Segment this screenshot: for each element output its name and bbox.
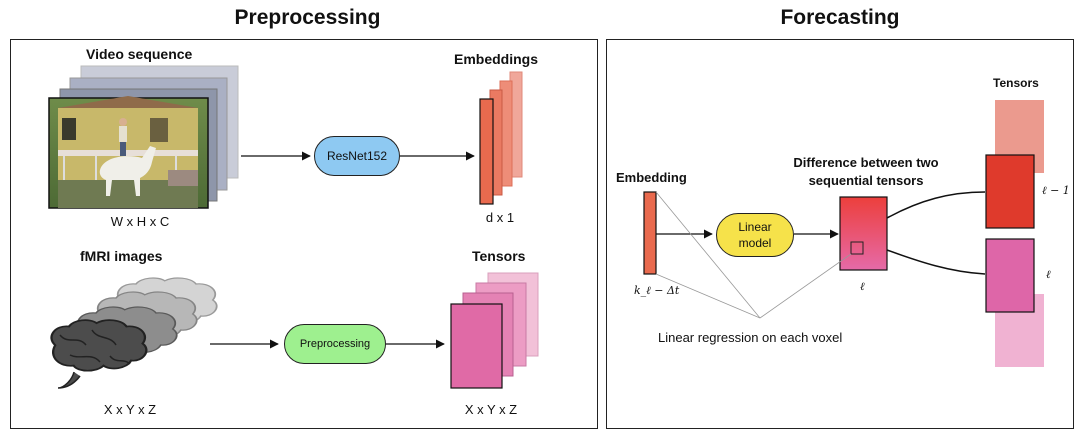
voxel-marker — [850, 241, 864, 255]
embeddings-dims-label: d x 1 — [485, 210, 515, 225]
embedding-index-label: k_ℓ − Δt — [634, 284, 680, 297]
video-dims-label: W x H x C — [110, 214, 170, 229]
resnet-node: ResNet152 — [314, 136, 400, 176]
forecasting-panel — [606, 39, 1074, 429]
preprocessing-panel — [10, 39, 598, 429]
tensor-curr-index-label: ℓ — [1046, 268, 1051, 281]
forecast-tensors — [985, 100, 1044, 367]
embedding-label: Embedding — [616, 170, 687, 185]
embeddings-stack — [479, 71, 523, 205]
video-frame-stack — [48, 65, 239, 209]
brain-stack — [50, 277, 218, 389]
tensors-label: Tensors — [472, 248, 526, 264]
video-frame-front — [48, 96, 209, 209]
tensors-dims-label: X x Y x Z — [464, 402, 518, 417]
preprocessing-title: Preprocessing — [234, 6, 381, 29]
difference-index-label: ℓ — [860, 280, 865, 293]
fmri-dims-label: X x Y x Z — [103, 402, 157, 417]
regression-lines — [655, 191, 852, 319]
curve-to-curr-tensor — [886, 249, 986, 275]
preprocessing-node: Preprocessing — [284, 324, 386, 364]
embeddings-label: Embeddings — [454, 51, 539, 67]
forecast-tensors-label: Tensors — [993, 76, 1039, 90]
regression-label: Linear regression on each voxel — [658, 330, 843, 345]
curve-to-prev-tensor — [886, 191, 986, 219]
forecasting-title: Forecasting — [780, 6, 900, 29]
fmri-images-label: fMRI images — [80, 248, 163, 264]
embedding-bar — [643, 191, 657, 275]
video-sequence-label: Video sequence — [86, 46, 193, 62]
difference-tensor — [839, 196, 888, 271]
difference-label: Difference between two sequential tensor… — [793, 155, 939, 188]
linear-model-node: Linear model — [716, 213, 794, 257]
tensors-stack — [450, 272, 539, 389]
tensor-prev-index-label: ℓ − 1 — [1042, 184, 1070, 197]
